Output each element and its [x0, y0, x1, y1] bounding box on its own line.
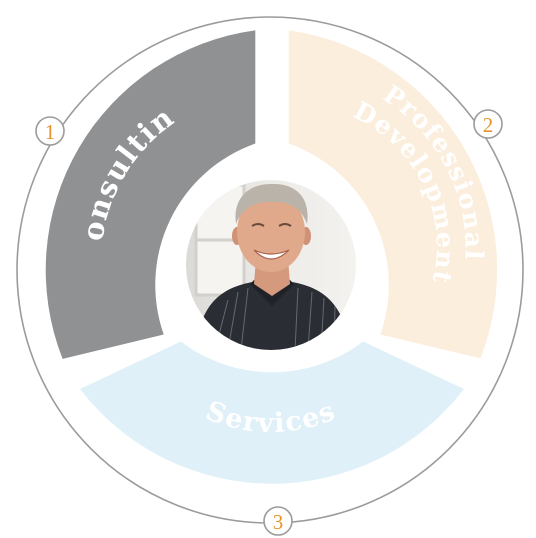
portrait-photo — [186, 180, 356, 350]
segment-professional-development[interactable] — [288, 30, 498, 359]
badge-2: 2 — [473, 109, 503, 139]
badge-3: 3 — [263, 506, 293, 536]
segment-services[interactable] — [80, 341, 464, 484]
svg-text:1: 1 — [45, 120, 56, 144]
segment-consulting[interactable] — [45, 30, 256, 359]
svg-text:3: 3 — [273, 510, 284, 534]
badge-1: 1 — [35, 116, 65, 146]
svg-text:2: 2 — [483, 113, 494, 137]
